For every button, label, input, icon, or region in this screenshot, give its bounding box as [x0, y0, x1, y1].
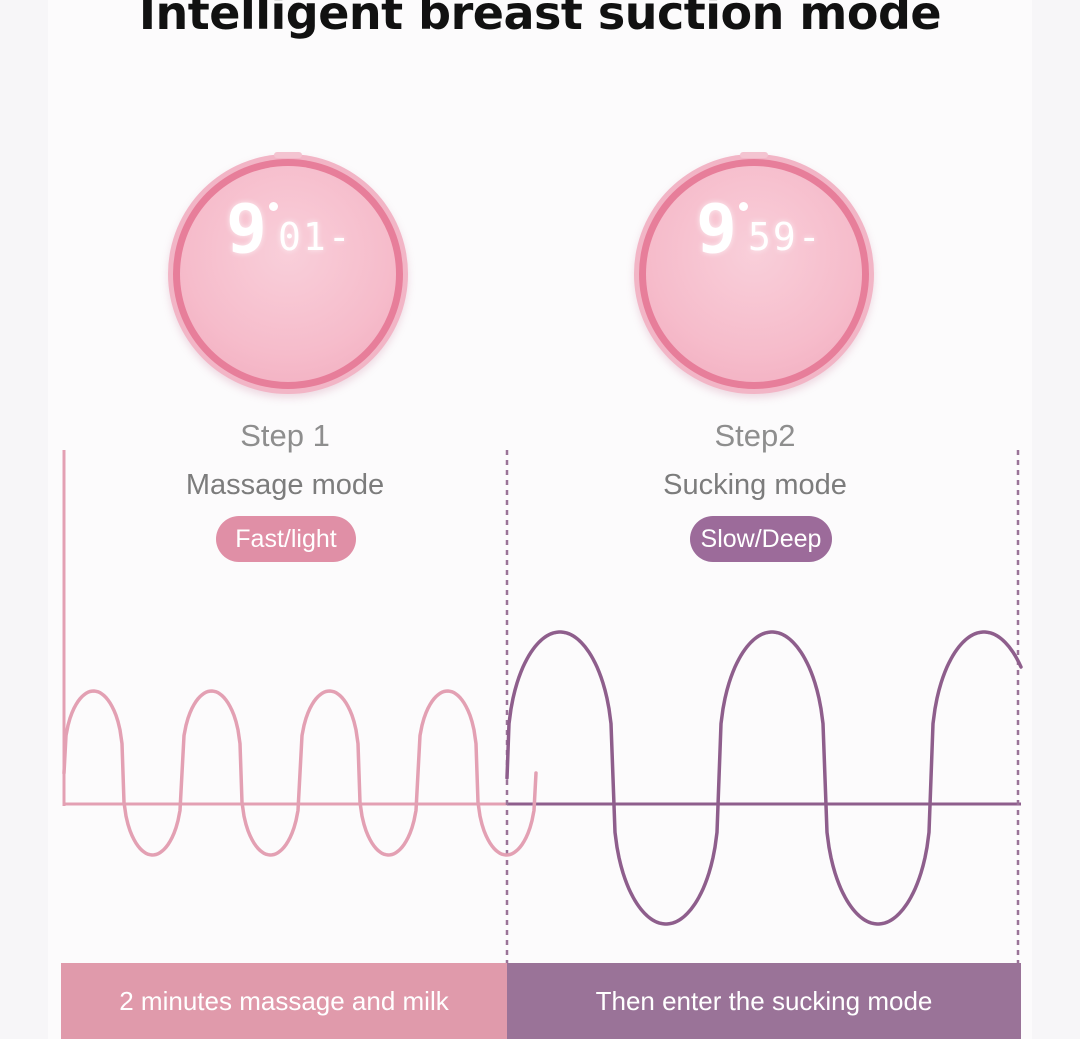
lcd-timer-digits: 59-: [747, 215, 823, 259]
lcd-level-digit: 9: [226, 190, 267, 269]
step2-mode: Sucking mode: [663, 469, 847, 501]
pump-display-step2: 9 59-: [634, 152, 874, 394]
display-face: [180, 166, 396, 382]
step1-labels: Step 1 Massage mode: [150, 418, 420, 502]
lcd-readout: 9 59-: [696, 190, 823, 269]
massage-duration-band: 2 minutes massage and milk: [61, 963, 507, 1039]
step1-title: Step 1: [240, 418, 330, 453]
sucking-wave: [505, 630, 1023, 926]
display-face: [646, 166, 862, 382]
sucking-mode-band: Then enter the sucking mode: [507, 963, 1021, 1039]
fast-light-badge: Fast/light: [216, 516, 356, 562]
page-title: Intelligent breast suction mode: [138, 0, 942, 40]
lcd-timer-digits: 01-: [277, 215, 353, 259]
step1-mode: Massage mode: [185, 469, 385, 501]
infographic-card: [48, 0, 1032, 1039]
pump-display-step1: 9 01-: [168, 152, 408, 394]
step2-title: Step2: [714, 418, 796, 453]
lcd-level-digit: 9: [696, 190, 737, 269]
lcd-readout: 9 01-: [226, 190, 353, 269]
indicator-dot-icon: [738, 202, 748, 211]
indicator-dot-icon: [268, 202, 278, 211]
massage-wave: [62, 689, 538, 857]
step2-labels: Step2 Sucking mode: [620, 418, 890, 502]
slow-deep-badge: Slow/Deep: [690, 516, 832, 562]
